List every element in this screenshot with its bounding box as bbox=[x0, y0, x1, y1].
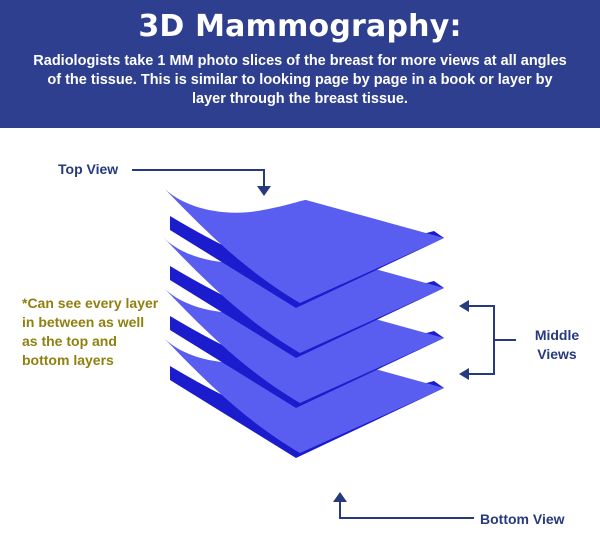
bottom-view-arrow bbox=[333, 492, 474, 519]
bottom-view-label: Bottom View bbox=[480, 511, 565, 527]
top-view-label: Top View bbox=[58, 161, 119, 177]
middle-views-bracket bbox=[459, 300, 516, 380]
middle-views-label: Middle Views bbox=[530, 326, 584, 364]
top-view-arrow bbox=[132, 169, 271, 196]
top-layer-sheet bbox=[162, 186, 444, 303]
layers-note: *Can see every layer in between as well … bbox=[22, 295, 159, 368]
layer-stack-diagram bbox=[132, 169, 516, 519]
header-banner: 3D Mammography: Radiologists take 1 MM p… bbox=[0, 0, 600, 128]
description-text: Radiologists take 1 MM photo slices of t… bbox=[33, 53, 567, 107]
middle-views-label-line1: Middle bbox=[534, 327, 580, 343]
top-layer bbox=[162, 186, 444, 308]
middle-views-label-line2: Views bbox=[537, 346, 577, 362]
page-title: 3D Mammography: bbox=[138, 9, 462, 44]
